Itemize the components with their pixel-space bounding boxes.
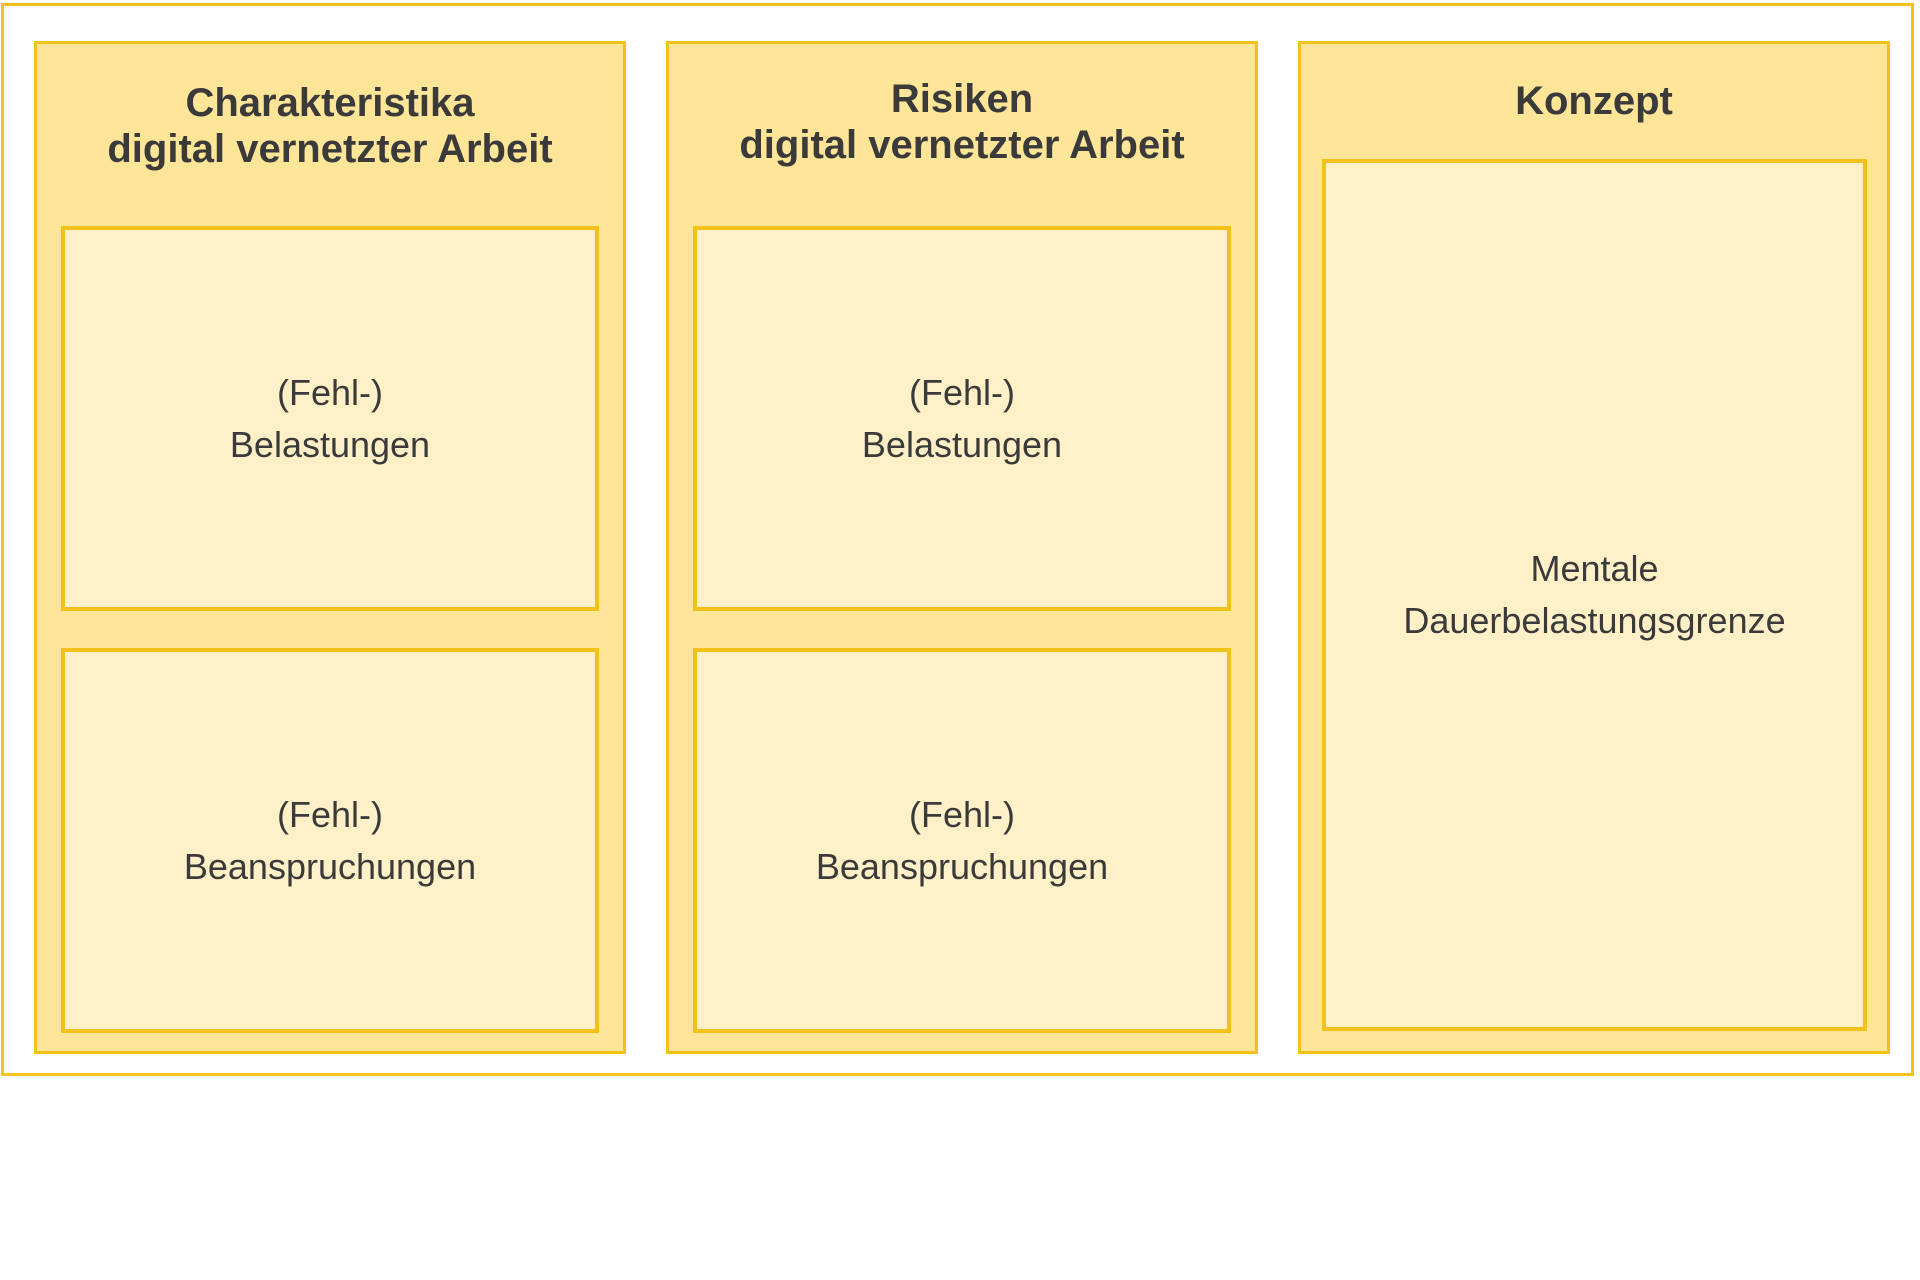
column-title-line-2: digital vernetzter Arbeit	[107, 127, 553, 171]
column-charakteristika: Charakteristika digital vernetzter Arbei…	[34, 41, 626, 1054]
box-belastungen: (Fehl-) Belastungen	[61, 226, 599, 611]
column-title: Risiken digital vernetzter Arbeit	[669, 76, 1255, 168]
box-label-line-2: Belastungen	[861, 423, 1063, 465]
box-label-line-2: Beanspruchungen	[183, 845, 477, 887]
box-beanspruchungen: (Fehl-) Beanspruchungen	[693, 648, 1231, 1033]
box-beanspruchungen: (Fehl-) Beanspruchungen	[61, 648, 599, 1033]
diagram-frame: Charakteristika digital vernetzter Arbei…	[1, 3, 1914, 1076]
box-dauerbelastungsgrenze: Mentale Dauerbelastungsgrenze	[1322, 159, 1867, 1031]
column-title-line-1: Risiken	[890, 77, 1034, 121]
box-label-line-1: (Fehl-)	[909, 793, 1015, 835]
column-konzept: Konzept Mentale Dauerbelastungsgrenze	[1298, 41, 1890, 1054]
box-label-line-2: Beanspruchungen	[815, 845, 1109, 887]
column-risiken: Risiken digital vernetzter Arbeit (Fehl-…	[666, 41, 1258, 1054]
box-label-line-2: Belastungen	[229, 423, 431, 465]
column-title-line-2: digital vernetzter Arbeit	[739, 123, 1185, 167]
column-title-line-1: Konzept	[1515, 79, 1673, 123]
column-title: Charakteristika digital vernetzter Arbei…	[37, 80, 623, 172]
column-title: Konzept	[1301, 78, 1887, 124]
box-label-line-1: (Fehl-)	[909, 371, 1015, 413]
box-label-line-1: (Fehl-)	[277, 793, 383, 835]
column-title-line-1: Charakteristika	[185, 81, 475, 125]
box-belastungen: (Fehl-) Belastungen	[693, 226, 1231, 611]
box-label-line-1: Mentale	[1530, 548, 1659, 589]
box-label-line-1: (Fehl-)	[277, 371, 383, 413]
box-label-line-2: Dauerbelastungsgrenze	[1403, 600, 1786, 641]
